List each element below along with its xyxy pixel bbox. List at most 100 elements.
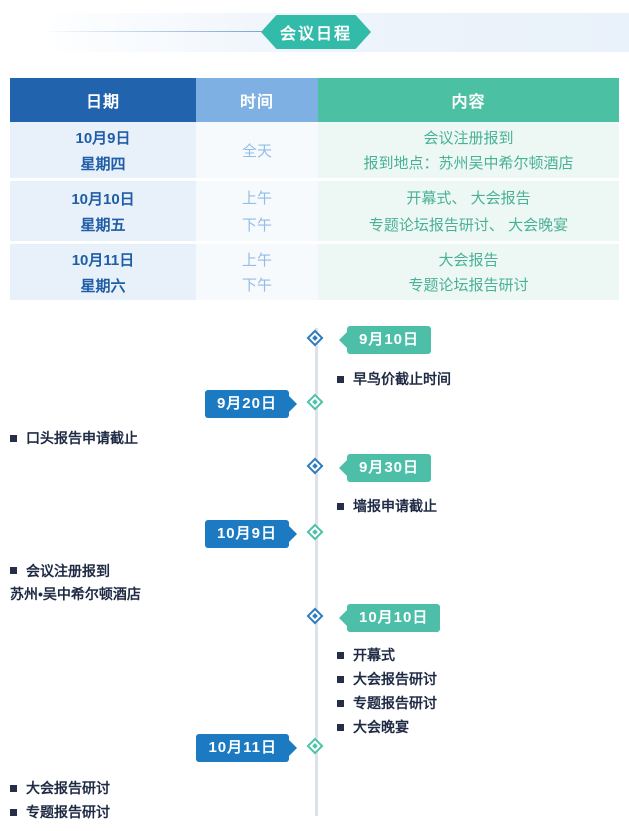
badge-arrow-left-icon bbox=[339, 608, 349, 628]
timeline-axis bbox=[315, 328, 318, 816]
timeline-event: 开幕式 bbox=[337, 643, 437, 667]
column-header-time: 时间 bbox=[196, 78, 318, 122]
page-title-label: 会议日程 bbox=[279, 26, 352, 43]
timeline-event-label: 专题报告研讨 bbox=[26, 804, 110, 820]
content-line: 大会报告 bbox=[438, 251, 499, 269]
timeline-date-label: 10月11日 bbox=[196, 734, 289, 762]
timeline-event: 专题报告研讨 bbox=[337, 691, 437, 715]
badge-arrow-right-icon bbox=[287, 524, 297, 544]
timeline-event: 大会报告研讨 bbox=[337, 667, 437, 691]
timeline-event: 大会晚宴 bbox=[337, 715, 437, 739]
schedule-table: 日期 时间 内容 10月9日 星期四 全天 会议注册报到 报到地点：苏州吴中希尔… bbox=[10, 78, 619, 300]
time-cell: 全天 bbox=[196, 122, 318, 178]
weekday-line: 星期五 bbox=[80, 216, 126, 234]
date-line: 10月10日 bbox=[71, 190, 135, 208]
timeline-event: 墙报申请截止 bbox=[337, 494, 437, 518]
square-bullet-icon bbox=[337, 723, 344, 731]
square-bullet-icon bbox=[10, 567, 17, 574]
badge-arrow-left-icon bbox=[339, 330, 349, 350]
timeline-event-label: 大会报告研讨 bbox=[26, 780, 110, 796]
timeline-event: 口头报告申请截止 bbox=[10, 426, 138, 450]
square-bullet-icon bbox=[337, 699, 344, 707]
timeline-date-label: 9月30日 bbox=[347, 454, 432, 482]
timeline-date-badge: 10月9日 bbox=[204, 520, 297, 548]
column-header-content: 内容 bbox=[318, 78, 619, 122]
timeline-diamond-icon bbox=[306, 737, 324, 755]
timeline-date-badge: 10月11日 bbox=[196, 734, 297, 762]
badge-arrow-right-icon bbox=[287, 738, 297, 758]
time-cell: 上午 下午 bbox=[196, 244, 318, 300]
square-bullet-icon bbox=[337, 651, 344, 659]
timeline-date-badge: 9月20日 bbox=[204, 390, 297, 418]
timeline-event-list: 墙报申请截止 bbox=[337, 494, 437, 518]
timeline-event-list: 口头报告申请截止 bbox=[10, 426, 138, 450]
timeline-event-label: 大会晚宴 bbox=[353, 719, 409, 735]
timeline-diamond-icon bbox=[306, 329, 324, 347]
timeline-diamond-icon bbox=[306, 457, 324, 475]
table-header-row: 日期 时间 内容 bbox=[10, 78, 619, 122]
timeline-event: 大会报告研讨 bbox=[10, 776, 110, 800]
date-cell: 10月11日 星期六 bbox=[10, 244, 196, 300]
date-cell: 10月9日 星期四 bbox=[10, 122, 196, 178]
table-row: 10月10日 星期五 上午 下午 开幕式、 大会报告 专题论坛报告研讨、 大会晚… bbox=[10, 181, 619, 241]
timeline-date-badge: 9月30日 bbox=[339, 454, 432, 482]
timeline-date-label: 10月10日 bbox=[347, 604, 441, 632]
timeline-date-label: 10月9日 bbox=[204, 520, 289, 548]
timeline-date-badge: 9月10日 bbox=[339, 326, 432, 354]
square-bullet-icon bbox=[10, 784, 17, 792]
content-line: 会议注册报到 bbox=[423, 129, 514, 147]
square-bullet-icon bbox=[10, 434, 17, 442]
timeline-event-label: 墙报申请截止 bbox=[353, 498, 437, 514]
timeline-date-label: 9月10日 bbox=[347, 326, 432, 354]
time-line: 下午 bbox=[241, 277, 272, 295]
weekday-line: 星期四 bbox=[80, 155, 126, 173]
timeline-event-list: 开幕式 大会报告研讨 专题报告研讨 大会晚宴 bbox=[337, 643, 437, 739]
badge-arrow-right-icon bbox=[287, 394, 297, 414]
timeline-date-badge: 10月10日 bbox=[339, 604, 441, 632]
timeline-event: 苏州•吴中希尔顿酒店 bbox=[10, 582, 141, 605]
timeline-event-list: 早鸟价截止时间 bbox=[337, 367, 451, 391]
timeline-event-label: 苏州•吴中希尔顿酒店 bbox=[10, 585, 141, 602]
column-header-date: 日期 bbox=[10, 78, 196, 122]
square-bullet-icon bbox=[10, 808, 17, 816]
time-line: 上午 bbox=[241, 251, 272, 269]
timeline-diamond-icon bbox=[306, 393, 324, 411]
square-bullet-icon bbox=[337, 675, 344, 683]
weekday-line: 星期六 bbox=[80, 277, 126, 295]
content-line: 专题论坛报告研讨、 大会晚宴 bbox=[368, 217, 569, 234]
content-cell: 会议注册报到 报到地点：苏州吴中希尔顿酒店 bbox=[318, 122, 619, 178]
timeline-event-list: 大会报告研讨 专题报告研讨 bbox=[10, 776, 110, 824]
timeline-event-label: 大会报告研讨 bbox=[353, 671, 437, 687]
timeline-date-label: 9月20日 bbox=[204, 390, 289, 418]
timeline-event-label: 开幕式 bbox=[353, 647, 395, 663]
timeline-event-list: 会议注册报到 苏州•吴中希尔顿酒店 bbox=[10, 559, 141, 605]
timeline-event: 会议注册报到 bbox=[10, 559, 141, 582]
table-row: 10月11日 星期六 上午 下午 大会报告 专题论坛报告研讨 bbox=[10, 244, 619, 300]
time-line: 下午 bbox=[241, 217, 272, 234]
timeline-event-label: 专题报告研讨 bbox=[353, 695, 437, 711]
content-line: 专题论坛报告研讨 bbox=[408, 277, 529, 295]
timeline-event: 早鸟价截止时间 bbox=[337, 367, 451, 391]
timeline-event: 专题报告研讨 bbox=[10, 800, 110, 824]
date-line: 10月11日 bbox=[71, 251, 135, 269]
page-title: 会议日程 bbox=[261, 15, 371, 49]
timeline-diamond-icon bbox=[306, 523, 324, 541]
time-line: 上午 bbox=[241, 190, 272, 207]
date-line: 10月9日 bbox=[75, 129, 131, 147]
square-bullet-icon bbox=[337, 502, 344, 510]
header-decor-line bbox=[42, 31, 264, 32]
content-line: 开幕式、 大会报告 bbox=[406, 190, 531, 207]
square-bullet-icon bbox=[337, 375, 344, 383]
badge-arrow-left-icon bbox=[339, 458, 349, 478]
time-cell: 上午 下午 bbox=[196, 181, 318, 241]
table-row: 10月9日 星期四 全天 会议注册报到 报到地点：苏州吴中希尔顿酒店 bbox=[10, 122, 619, 178]
content-cell: 大会报告 专题论坛报告研讨 bbox=[318, 244, 619, 300]
time-line: 全天 bbox=[241, 142, 272, 160]
content-cell: 开幕式、 大会报告 专题论坛报告研讨、 大会晚宴 bbox=[318, 181, 619, 241]
date-cell: 10月10日 星期五 bbox=[10, 181, 196, 241]
timeline-event-label: 口头报告申请截止 bbox=[26, 430, 138, 446]
content-line: 报到地点：苏州吴中希尔顿酒店 bbox=[363, 155, 574, 173]
timeline-event-label: 会议注册报到 bbox=[26, 562, 110, 579]
timeline-event-label: 早鸟价截止时间 bbox=[353, 371, 451, 387]
